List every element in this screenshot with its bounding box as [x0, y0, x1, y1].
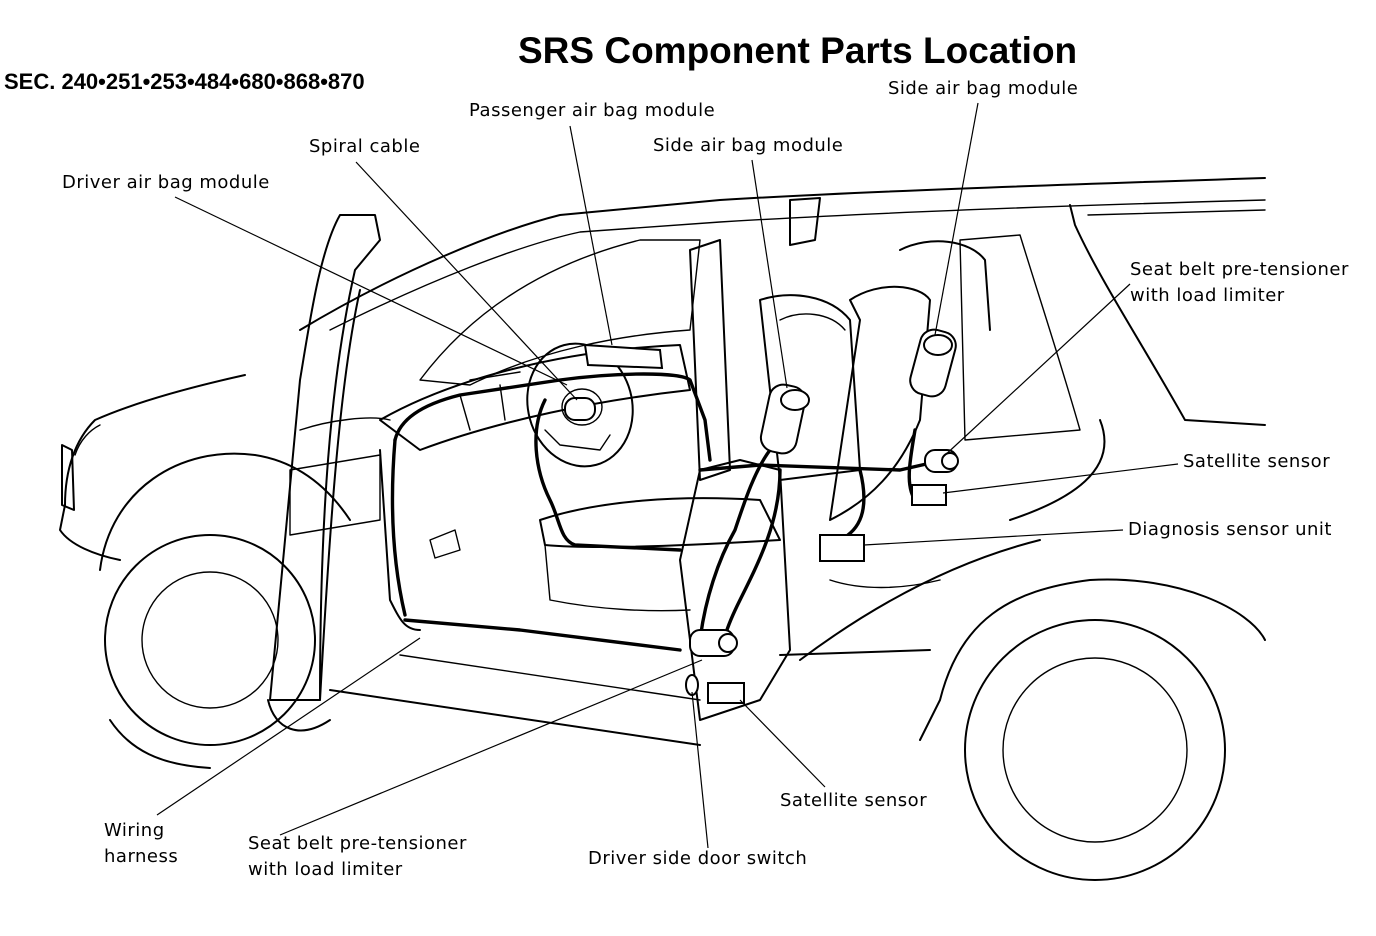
label-wiring-harness-line1: Wiring [104, 820, 165, 841]
leader-satellite-sensor-right [942, 463, 1179, 494]
label-seat-belt-pretensioner-rear-line2: with load limiter [1130, 285, 1285, 306]
label-seat-belt-pretensioner-front: Seat belt pre-tensioner with load limite… [248, 831, 467, 883]
diagnosis-sensor-unit-shape [819, 534, 865, 562]
label-seat-belt-pretensioner-front-line2: with load limiter [248, 859, 403, 880]
leader-seat-belt-pretensioner-rear [941, 283, 1131, 459]
leader-side-air-bag-left [751, 159, 788, 389]
driver-air-bag-module-shape [564, 397, 596, 421]
leader-side-air-bag-right [934, 102, 979, 336]
label-side-air-bag-module-right: Side air bag module [888, 78, 1079, 99]
srs-components [564, 328, 959, 704]
label-wiring-harness-line2: harness [104, 846, 179, 867]
seat-belt-pretensioner-rear-end [941, 452, 959, 470]
label-side-air-bag-module-left: Side air bag module [653, 135, 844, 156]
label-driver-air-bag-module: Driver air bag module [62, 172, 270, 193]
wiring-harness-path [390, 372, 937, 652]
label-satellite-sensor-right: Satellite sensor [1183, 451, 1331, 472]
satellite-sensor-bottom-shape [707, 682, 745, 704]
leader-driver-air-bag [174, 196, 568, 386]
car-body [59, 177, 1266, 881]
satellite-sensor-right-shape [911, 484, 947, 506]
label-seat-belt-pretensioner-front-line1: Seat belt pre-tensioner [248, 833, 467, 854]
label-seat-belt-pretensioner-rear-line1: Seat belt pre-tensioner [1130, 259, 1349, 280]
leader-wiring-harness [156, 637, 421, 816]
leader-spiral-cable [355, 161, 578, 401]
label-driver-side-door-switch: Driver side door switch [588, 848, 808, 869]
section-codes: SEC. 240•251•253•484•680•868•870 [4, 69, 365, 94]
passenger-air-bag-module-shape [583, 343, 664, 370]
label-passenger-air-bag-module: Passenger air bag module [469, 100, 716, 121]
side-air-bag-module-left-end [780, 389, 810, 411]
leader-seat-belt-pretensioner-front [279, 659, 703, 836]
label-diagnosis-sensor-unit: Diagnosis sensor unit [1128, 519, 1332, 540]
leader-driver-side-door-switch [691, 691, 709, 849]
label-wiring-harness: Wiring harness [104, 818, 178, 870]
leader-satellite-sensor-bottom [739, 699, 826, 788]
page-title: SRS Component Parts Location [518, 30, 1078, 71]
side-air-bag-module-right-end [923, 334, 953, 356]
label-spiral-cable: Spiral cable [309, 136, 421, 157]
leader-lines [156, 102, 1179, 849]
leader-passenger-air-bag [569, 125, 613, 346]
seat-belt-pretensioner-front-end [718, 633, 738, 653]
label-satellite-sensor-bottom: Satellite sensor [780, 790, 928, 811]
leader-diagnosis-sensor-unit [863, 529, 1124, 546]
label-seat-belt-pretensioner-rear: Seat belt pre-tensioner with load limite… [1130, 257, 1349, 309]
